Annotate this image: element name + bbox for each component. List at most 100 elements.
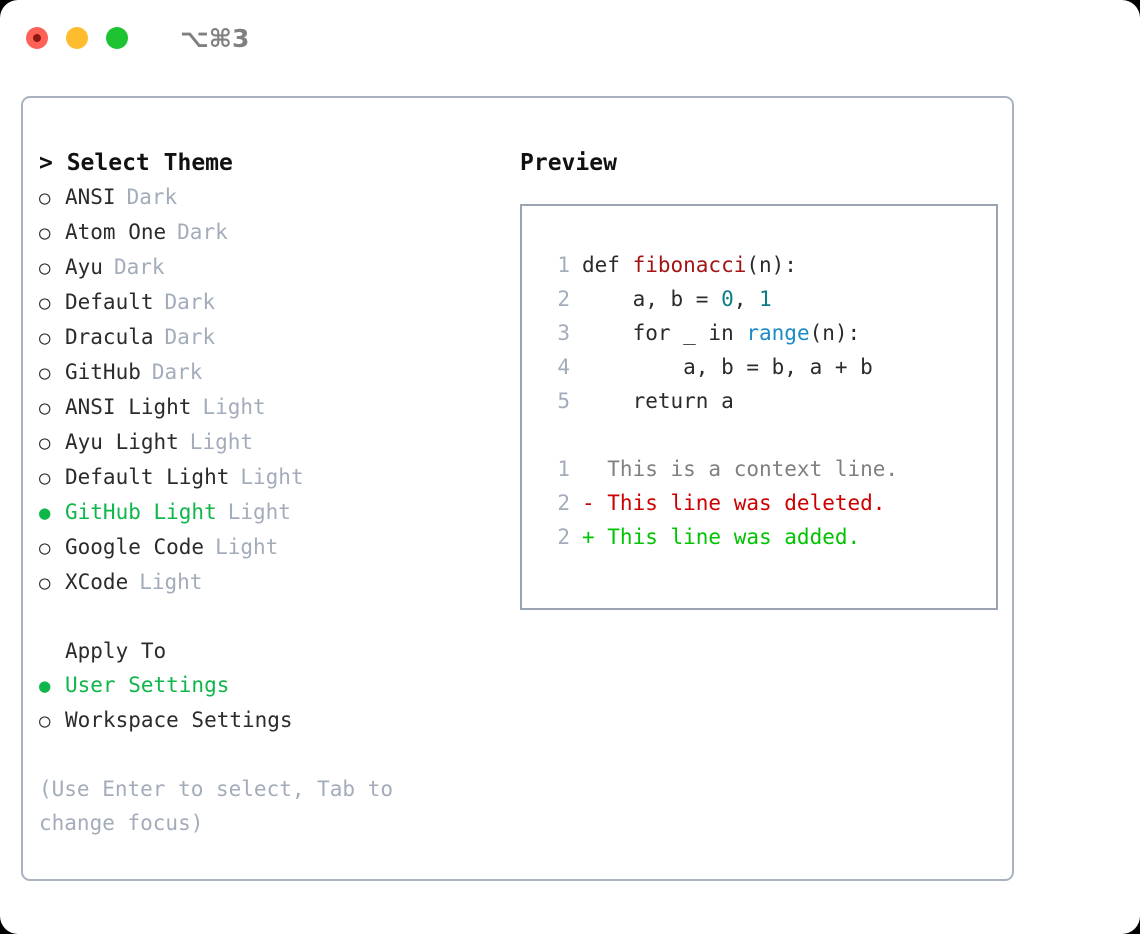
window-controls bbox=[26, 27, 128, 49]
code-text: def fibonacci(n): bbox=[582, 248, 797, 282]
theme-variant-tag: Light bbox=[189, 430, 254, 454]
diff-text-add: + This line was added. bbox=[582, 525, 861, 549]
theme-option[interactable]: ○ Ayu Dark bbox=[39, 250, 501, 285]
code-line: 2 a, b = 0, 1 bbox=[540, 282, 996, 316]
line-number: 1 bbox=[557, 457, 570, 481]
diff-line: 2- This line was deleted. bbox=[540, 486, 996, 520]
line-number: 1 bbox=[557, 253, 570, 277]
radio-unselected-icon[interactable]: ○ bbox=[39, 187, 51, 209]
radio-unselected-icon[interactable]: ○ bbox=[39, 432, 51, 454]
theme-option[interactable]: ○ Google Code Light bbox=[39, 530, 501, 565]
code-line: 4 a, b = b, a + b bbox=[540, 350, 996, 384]
code-line: 1 def fibonacci(n): bbox=[540, 248, 996, 282]
code-line: 3 for _ in range(n): bbox=[540, 316, 996, 350]
radio-unselected-icon[interactable]: ○ bbox=[39, 327, 51, 349]
close-button-icon[interactable] bbox=[26, 27, 48, 49]
apply-to-option-label: User Settings bbox=[65, 673, 230, 697]
theme-option[interactable]: ○ GitHub Dark bbox=[39, 355, 501, 390]
radio-unselected-icon[interactable]: ○ bbox=[39, 362, 51, 384]
line-number: 3 bbox=[557, 321, 570, 345]
apply-to-option[interactable]: ● User Settings bbox=[39, 668, 501, 703]
theme-option-label: GitHub bbox=[65, 360, 141, 384]
code-token-plain: a, b = bbox=[582, 287, 722, 311]
theme-variant-tag: Dark bbox=[126, 185, 178, 209]
title-bar: ⌥⌘3 bbox=[0, 0, 1140, 76]
line-number: 4 bbox=[557, 355, 570, 379]
diff-line: 2 + This line was added. bbox=[540, 520, 996, 554]
diff-text-ctx: This is a context line. bbox=[582, 457, 899, 481]
apply-to-heading: Apply To bbox=[65, 639, 167, 663]
theme-option[interactable]: ○ ANSI Light Light bbox=[39, 390, 501, 425]
select-theme-heading: > Select Theme bbox=[39, 150, 233, 176]
theme-variant-tag: Light bbox=[227, 500, 291, 524]
theme-option[interactable]: ○ ANSI Dark bbox=[39, 180, 501, 215]
code-text: return a bbox=[582, 384, 734, 418]
line-number: 2 bbox=[557, 525, 570, 549]
code-text: a, b = b, a + b bbox=[582, 350, 873, 384]
code-token-plain: , bbox=[733, 287, 760, 311]
keyboard-shortcut-label: ⌥⌘3 bbox=[180, 23, 250, 53]
radio-unselected-icon[interactable]: ○ bbox=[39, 710, 51, 732]
theme-variant-tag: Dark bbox=[177, 220, 228, 244]
theme-option-label: Ayu Light bbox=[65, 430, 179, 454]
theme-variant-tag: Light bbox=[215, 535, 279, 559]
theme-option-label: Dracula bbox=[65, 325, 154, 349]
apply-to-option[interactable]: ○ Workspace Settings bbox=[39, 703, 501, 738]
radio-selected-icon[interactable]: ● bbox=[39, 502, 51, 524]
theme-option[interactable]: ○ Ayu Light Light bbox=[39, 425, 501, 460]
code-token-plain: (n): bbox=[746, 253, 797, 277]
minimize-button-icon[interactable] bbox=[66, 27, 88, 49]
code-token-call: range bbox=[746, 321, 810, 345]
theme-variant-tag: Dark bbox=[151, 360, 203, 384]
code-token-num: 1 bbox=[759, 287, 772, 311]
theme-option-label: ANSI Light bbox=[65, 395, 192, 419]
theme-option[interactable]: ○ Default Dark bbox=[39, 285, 501, 320]
theme-option-label: Google Code bbox=[65, 535, 205, 559]
diff-line: 1 This is a context line. bbox=[540, 452, 996, 486]
theme-option-label: Ayu bbox=[65, 255, 103, 279]
radio-unselected-icon[interactable]: ○ bbox=[39, 397, 51, 419]
code-diff-separator bbox=[540, 418, 996, 452]
theme-option[interactable]: ○ Dracula Dark bbox=[39, 320, 501, 355]
theme-variant-tag: Light bbox=[139, 570, 203, 594]
keyboard-hint-text: (Use Enter to select, Tab to change focu… bbox=[39, 777, 406, 835]
zoom-button-icon[interactable] bbox=[106, 27, 128, 49]
theme-option-label: ANSI bbox=[65, 185, 116, 209]
code-line: 5 return a bbox=[540, 384, 996, 418]
apply-to-option-label: Workspace Settings bbox=[65, 708, 293, 732]
radio-unselected-icon[interactable]: ○ bbox=[39, 222, 51, 244]
code-token-plain: for _ in bbox=[582, 321, 747, 345]
code-token-fn: fibonacci bbox=[632, 253, 747, 277]
apply-to-list: ● User Settings ○ Workspace Settings bbox=[39, 668, 501, 738]
code-token-plain: def bbox=[582, 253, 633, 277]
theme-variant-tag: Dark bbox=[164, 290, 216, 314]
radio-unselected-icon[interactable]: ○ bbox=[39, 467, 51, 489]
code-text: a, b = 0, 1 bbox=[582, 282, 772, 316]
theme-variant-tag: Light bbox=[240, 465, 304, 489]
radio-unselected-icon[interactable]: ○ bbox=[39, 292, 51, 314]
radio-selected-icon[interactable]: ● bbox=[39, 675, 51, 697]
theme-variant-tag: Light bbox=[202, 395, 266, 419]
radio-unselected-icon[interactable]: ○ bbox=[39, 572, 51, 594]
theme-variant-tag: Dark bbox=[113, 255, 165, 279]
code-token-plain: a, b = b, a + b bbox=[582, 355, 873, 379]
theme-variant-tag: Dark bbox=[164, 325, 216, 349]
theme-option-label: Default bbox=[65, 290, 154, 314]
radio-unselected-icon[interactable]: ○ bbox=[39, 257, 51, 279]
code-token-plain: return a bbox=[582, 389, 734, 413]
preview-heading: Preview bbox=[520, 150, 617, 176]
theme-option[interactable]: ● GitHub Light Light bbox=[39, 495, 501, 530]
theme-option-label: GitHub Light bbox=[65, 500, 217, 524]
radio-unselected-icon[interactable]: ○ bbox=[39, 537, 51, 559]
diff-text-del: - This line was deleted. bbox=[582, 491, 886, 515]
code-token-plain: (n): bbox=[809, 321, 861, 345]
